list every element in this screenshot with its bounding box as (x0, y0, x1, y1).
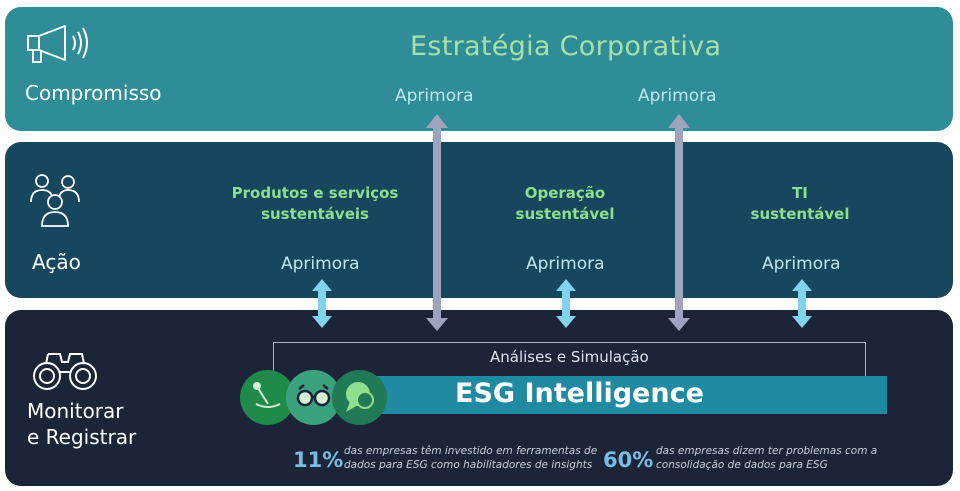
aprimora-strategy-left: Aprimora (395, 86, 474, 106)
category-produtos: Produtos e serviços sustentáveis (231, 184, 399, 223)
stat-11-value: 11% (293, 448, 344, 472)
pin-icon (253, 382, 281, 408)
aprimora-operacao: Aprimora (526, 254, 605, 274)
compromisso-label: Compromisso (25, 81, 162, 105)
acao-label: Ação (32, 250, 81, 274)
stat-60-value: 60% (603, 448, 654, 472)
blue-arrow-ti (792, 279, 812, 328)
compromisso-band (5, 7, 953, 131)
chat-badge (332, 370, 387, 425)
pin-badge (240, 370, 295, 425)
category-operacao: Operação sustentável (515, 184, 615, 223)
blue-arrow-operacao (556, 279, 576, 328)
aprimora-produtos: Aprimora (281, 254, 360, 274)
grey-arrow-left (426, 114, 448, 331)
esg-intelligence-title: ESG Intelligence (455, 378, 704, 409)
aprimora-strategy-right: Aprimora (638, 86, 717, 106)
category-ti: TI sustentável (750, 184, 850, 223)
megaphone-icon (27, 25, 88, 63)
stat-60-text: das empresas dizem ter problemas com a c… (656, 445, 878, 471)
page-title: Estratégia Corporativa (410, 31, 722, 62)
goggles-badge (286, 370, 341, 425)
esg-intelligence-bar (344, 376, 887, 414)
stat-11-text: das empresas têm investido em ferramenta… (344, 445, 598, 471)
aprimora-ti: Aprimora (762, 254, 841, 274)
blue-arrow-produtos (312, 279, 332, 328)
monitorar-label: Monitorar e Registrar (27, 399, 137, 449)
goggles-icon (296, 384, 331, 407)
people-icon (30, 174, 80, 227)
grey-arrow-right (668, 114, 690, 331)
analises-label: Análises e Simulação (490, 348, 649, 366)
binoculars-icon (33, 353, 97, 390)
chat-icon (346, 382, 374, 412)
acao-band (5, 142, 953, 298)
analises-frame (273, 342, 866, 382)
